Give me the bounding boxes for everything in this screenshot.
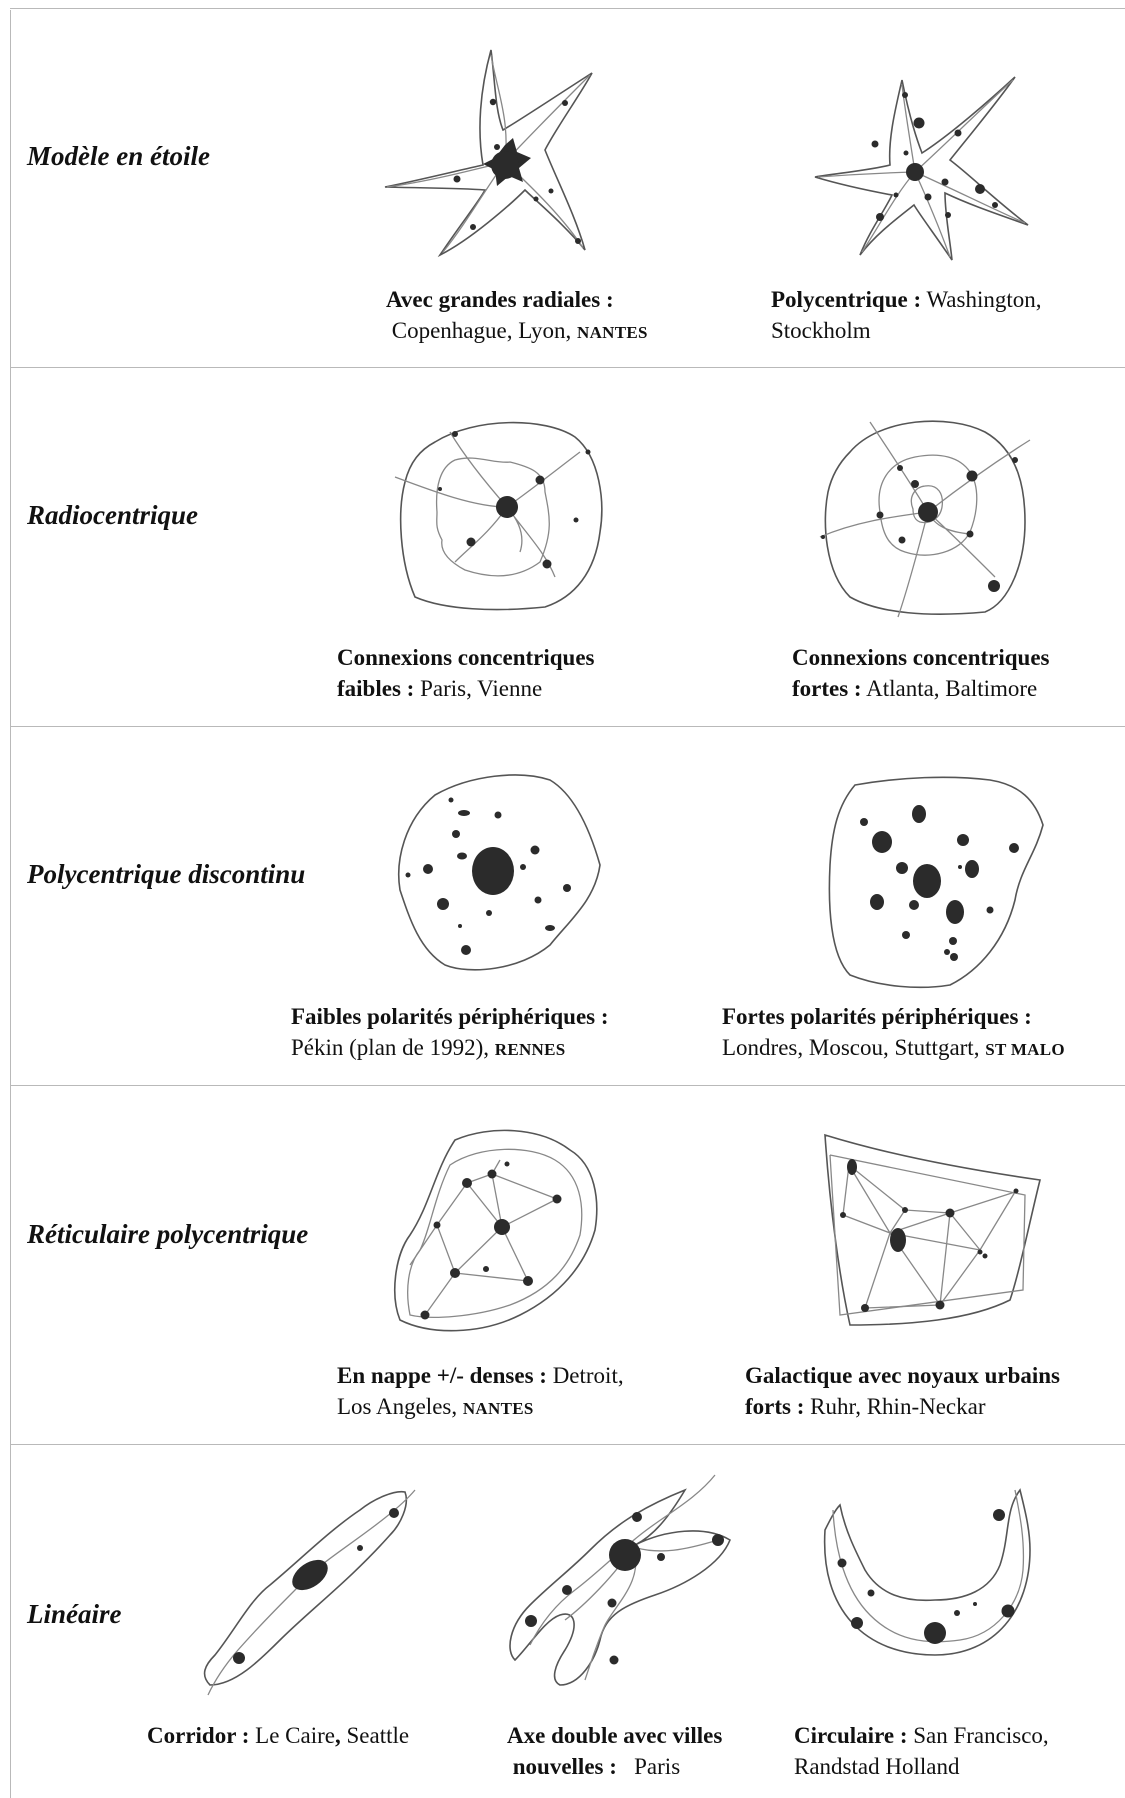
- row-title-radiocentrique: Radiocentrique: [27, 500, 199, 530]
- caption-smallcaps: ST MALO: [985, 1040, 1065, 1059]
- star-polycentric-diagram: [814, 76, 1029, 261]
- caption-text: Paris, Vienne: [414, 676, 543, 701]
- reticular-galactic-diagram: [824, 1133, 1041, 1326]
- linear-double-axis-diagram: [509, 1474, 731, 1686]
- caption-star-radial: Avec grandes radiales : Copenhague, Lyon…: [386, 284, 648, 348]
- caption-bold: fortes :: [792, 676, 862, 701]
- caption-linear-corridor: Corridor : Le Caire, Seattle: [147, 1720, 409, 1751]
- caption-text: Ruhr, Rhin-Neckar: [804, 1394, 986, 1419]
- star-radial-diagram: [384, 49, 593, 258]
- row-divider: [10, 1444, 1125, 1445]
- caption-star-polycentric: Polycentrique : Washington, Stockholm: [771, 284, 1042, 346]
- caption-bold: Galactique avec noyaux urbains: [745, 1363, 1061, 1388]
- caption-linear-circular: Circulaire : San Francisco, Randstad Hol…: [794, 1720, 1049, 1782]
- caption-text: Paris: [616, 1754, 681, 1779]
- caption-text: Copenhague, Lyon,: [391, 318, 577, 343]
- table-border-top: [10, 8, 1125, 9]
- caption-text: Seattle: [340, 1723, 410, 1748]
- caption-discontinuous-strong: Fortes polarités périphériques : Londres…: [722, 1001, 1065, 1065]
- caption-text: Londres, Moscou, Stuttgart,: [722, 1035, 986, 1060]
- caption-bold: Axe double avec villes: [507, 1723, 723, 1748]
- caption-smallcaps: NANTES: [462, 1399, 534, 1418]
- discontinuous-strong-diagram: [828, 776, 1044, 989]
- caption-reticular-galactic: Galactique avec noyaux urbains forts : R…: [745, 1360, 1060, 1422]
- table-left-border: [10, 10, 11, 1798]
- caption-text: Washington,: [921, 287, 1042, 312]
- caption-bold: faibles :: [337, 676, 415, 701]
- caption-radiocentric-strong: Connexions concentriques fortes : Atlant…: [792, 642, 1050, 704]
- caption-bold: Connexions concentriques: [337, 645, 595, 670]
- radiocentric-weak-diagram: [394, 421, 603, 611]
- caption-bold: Faibles polarités périphériques :: [291, 1004, 609, 1029]
- caption-text: San Francisco,: [907, 1723, 1049, 1748]
- caption-bold: En nappe +/- denses :: [337, 1363, 547, 1388]
- row-title-polycentrique-discontinu: Polycentrique discontinu: [27, 859, 306, 889]
- row-divider: [10, 1085, 1125, 1086]
- caption-text: Detroit,: [546, 1363, 624, 1388]
- row-title-etoile: Modèle en étoile: [27, 141, 210, 171]
- caption-text: Stockholm: [771, 318, 871, 343]
- caption-bold: Avec grandes radiales :: [386, 287, 614, 312]
- caption-bold: nouvelles :: [512, 1754, 617, 1779]
- caption-bold: Circulaire :: [794, 1723, 908, 1748]
- row-divider: [10, 367, 1125, 368]
- caption-smallcaps: RENNES: [494, 1040, 566, 1059]
- caption-text: Le Caire: [249, 1723, 335, 1748]
- caption-text: Los Angeles,: [337, 1394, 463, 1419]
- linear-corridor-diagram: [203, 1489, 416, 1696]
- row-title-lineaire: Linéaire: [27, 1599, 122, 1629]
- caption-smallcaps: NANTES: [577, 323, 648, 342]
- radiocentric-strong-diagram: [819, 420, 1031, 618]
- row-title-reticulaire: Réticulaire polycentrique: [27, 1219, 309, 1249]
- caption-text: Pékin (plan de 1992),: [291, 1035, 495, 1060]
- caption-linear-double-axis: Axe double avec villes nouvelles : Paris: [507, 1720, 722, 1782]
- reticular-sheet-diagram: [394, 1129, 598, 1332]
- caption-discontinuous-weak: Faibles polarités périphériques : Pékin …: [291, 1001, 609, 1065]
- caption-radiocentric-weak: Connexions concentriques faibles : Paris…: [337, 642, 595, 704]
- discontinuous-weak-diagram: [397, 774, 601, 971]
- caption-bold: Corridor :: [147, 1723, 250, 1748]
- caption-bold: forts :: [745, 1394, 805, 1419]
- row-divider: [10, 726, 1125, 727]
- caption-bold: ,: [335, 1723, 341, 1748]
- linear-circular-diagram: [823, 1488, 1031, 1656]
- caption-text: Atlanta, Baltimore: [861, 676, 1038, 701]
- caption-bold: Fortes polarités périphériques :: [722, 1004, 1032, 1029]
- caption-reticular-sheet: En nappe +/- denses : Detroit, Los Angel…: [337, 1360, 624, 1424]
- caption-bold: Polycentrique :: [771, 287, 922, 312]
- caption-text: Randstad Holland: [794, 1754, 960, 1779]
- caption-bold: Connexions concentriques: [792, 645, 1050, 670]
